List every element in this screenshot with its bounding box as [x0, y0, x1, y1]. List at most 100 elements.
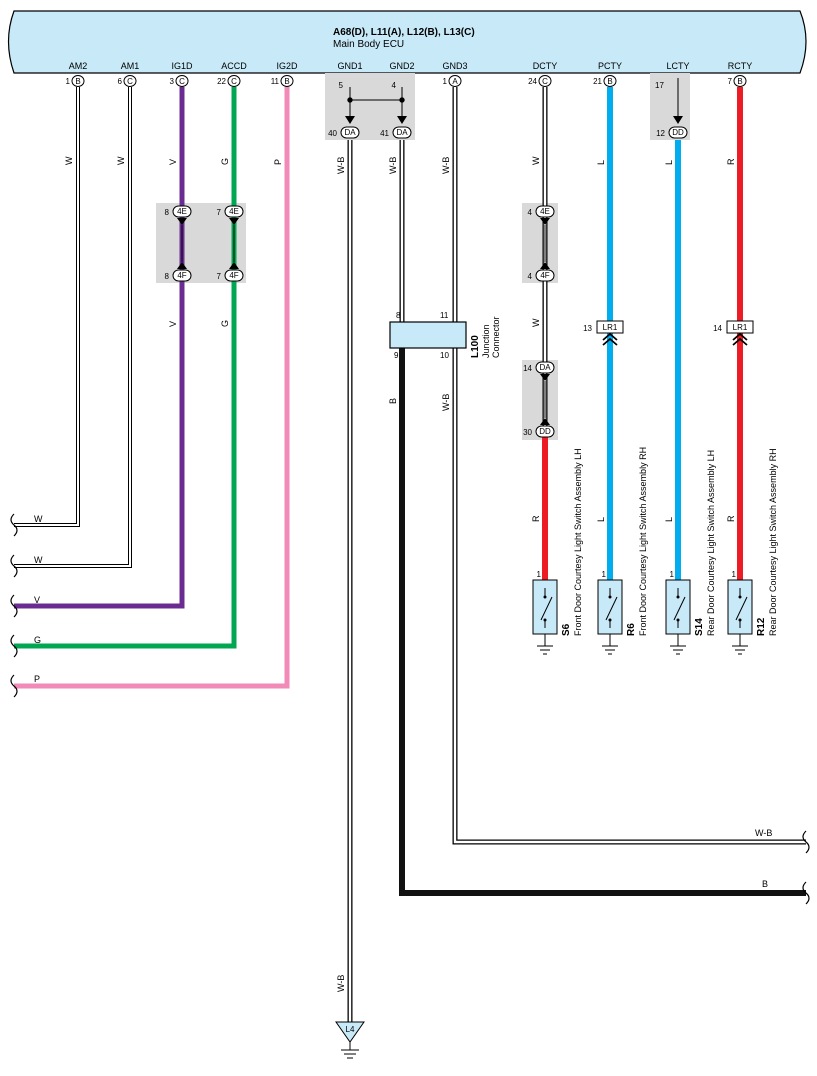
wire-accd	[14, 87, 237, 649]
rcty-lr1-pin: 14	[713, 324, 722, 333]
code-ig1d-bottom: V	[168, 321, 178, 327]
switch-r6-pin: 1	[602, 570, 607, 579]
ecu-pin-badges: 1 B 6 C 3 C 22 C 11 B 1 A 24 C 21 B 17 7…	[66, 75, 747, 90]
terminal-accd: ACCD	[221, 61, 247, 71]
accd-4e-code: 4E	[229, 207, 239, 216]
terminal-gnd2: GND2	[389, 61, 414, 71]
switch-s14: 1 S14 Rear Door Courtesy Light Switch As…	[665, 450, 716, 655]
rcty-conn: B	[737, 77, 742, 86]
junction-pin-tr: 11	[440, 311, 449, 320]
terminal-ig1d: IG1D	[171, 61, 193, 71]
rcty-lr1-code: LR1	[733, 323, 748, 332]
ground-l4: L4	[335, 1021, 365, 1059]
terminal-am2: AM2	[69, 61, 88, 71]
code-lcty-bottom: L	[664, 517, 674, 522]
code-gnd2: W-B	[388, 157, 398, 174]
switch-s14-name: Rear Door Courtesy Light Switch Assembly…	[706, 450, 716, 636]
terminal-gnd3: GND3	[442, 61, 467, 71]
junction-name-2: Connector	[491, 316, 501, 358]
switch-r6: 1 R6 Front Door Courtesy Light Switch As…	[597, 447, 648, 655]
junction-pin-tl: 8	[396, 311, 401, 320]
junction-name-1: Junction	[481, 324, 491, 358]
gnd3-pin: 1	[443, 77, 448, 86]
switch-r6-name: Front Door Courtesy Light Switch Assembl…	[638, 447, 648, 636]
code-rcty-top: R	[726, 158, 736, 165]
rcty-pin: 7	[728, 77, 733, 86]
code-rcty-bottom: R	[726, 515, 736, 522]
gnd2-da-code: DA	[396, 128, 408, 137]
switch-r12: 1 R12 Rear Door Courtesy Light Switch As…	[727, 448, 778, 655]
accd-4e-pin: 7	[217, 208, 222, 217]
terminal-pcty: PCTY	[598, 61, 622, 71]
am2-pin: 1	[66, 77, 71, 86]
switch-s6-pin: 1	[537, 570, 542, 579]
switch-r12-name: Rear Door Courtesy Light Switch Assembly…	[768, 448, 778, 636]
wire-ig1d	[14, 87, 185, 609]
dcty-da-code: DA	[539, 363, 551, 372]
connector-arrows	[345, 116, 683, 124]
dcty-4f-pin: 4	[528, 272, 533, 281]
lcty-dd-code: DD	[672, 128, 684, 137]
gnd1-pin: 5	[339, 81, 344, 90]
terminal-names: AM2 AM1 IG1D ACCD IG2D GND1 GND2 GND3 DC…	[69, 61, 753, 71]
gnd1-da-pin: 40	[328, 129, 337, 138]
am1-pin: 6	[118, 77, 123, 86]
code-ig2d: P	[273, 159, 283, 165]
wire-gnd3-lower	[452, 348, 806, 845]
junction-code: L100	[470, 335, 481, 358]
pcty-lr1-pin: 13	[583, 324, 592, 333]
dcty-pin: 24	[528, 77, 537, 86]
code-dcty-mid: W	[531, 318, 541, 327]
ig1d-4e-pin: 8	[165, 208, 170, 217]
wire-am1	[14, 87, 132, 568]
accd-pin: 22	[217, 77, 226, 86]
switch-s6: 1 S6 Front Door Courtesy Light Switch As…	[532, 448, 583, 655]
code-accd-top: G	[220, 158, 230, 165]
am2-conn: B	[75, 77, 80, 86]
dcty-dd-pin: 30	[523, 428, 532, 437]
left-edge-label-4: G	[34, 635, 41, 645]
left-edge-label-3: V	[34, 595, 40, 605]
right-edge-label-2: B	[762, 879, 768, 889]
switch-r12-pin: 1	[732, 570, 737, 579]
ig1d-4e-code: 4E	[177, 207, 187, 216]
wire-am2	[14, 87, 80, 527]
terminal-rcty: RCTY	[728, 61, 753, 71]
code-dcty-top: W	[531, 156, 541, 165]
accd-4f-code: 4F	[229, 271, 238, 280]
gnd2-da-pin: 41	[380, 129, 389, 138]
gnd1-da-code: DA	[344, 128, 356, 137]
switch-s14-code: S14	[694, 618, 705, 636]
switch-r12-code: R12	[756, 617, 767, 636]
wire-gnd2-lower	[399, 348, 806, 896]
ig2d-pin: 11	[271, 77, 280, 86]
ig1d-4f-code: 4F	[177, 271, 186, 280]
code-gnd3-lower: W-B	[441, 394, 451, 411]
code-accd-bottom: G	[220, 320, 230, 327]
code-gnd3: W-B	[441, 157, 451, 174]
accd-conn: C	[231, 77, 237, 86]
terminal-ig2d: IG2D	[276, 61, 298, 71]
code-am1: W	[116, 156, 126, 165]
left-edge-label-5: P	[34, 674, 40, 684]
pcty-lr1-code: LR1	[603, 323, 618, 332]
right-edge: W-B B	[755, 828, 810, 905]
lr1-connectors: LR1 13 LR1 14	[583, 320, 754, 346]
pill-connectors: DA 40 DA 41 DD 12 4E 8 4F 8 4E 7 4F 7 4E…	[165, 126, 688, 438]
switch-s6-name: Front Door Courtesy Light Switch Assembl…	[573, 448, 583, 636]
gnd3-conn: A	[452, 77, 458, 86]
dcty-da-pin: 14	[523, 364, 532, 373]
terminal-gnd1: GND1	[337, 61, 362, 71]
ig2d-conn: B	[284, 77, 289, 86]
wire-ig2d	[14, 87, 290, 689]
code-am2: W	[64, 156, 74, 165]
junction-connector	[389, 321, 467, 349]
ecu-name: Main Body ECU	[333, 39, 404, 50]
dcty-4e-pin: 4	[528, 208, 533, 217]
junction-pin-bl: 9	[394, 351, 399, 360]
ig1d-conn: C	[179, 77, 185, 86]
accd-4f-pin: 7	[217, 272, 222, 281]
dcty-conn: C	[542, 77, 548, 86]
terminal-am1: AM1	[121, 61, 140, 71]
